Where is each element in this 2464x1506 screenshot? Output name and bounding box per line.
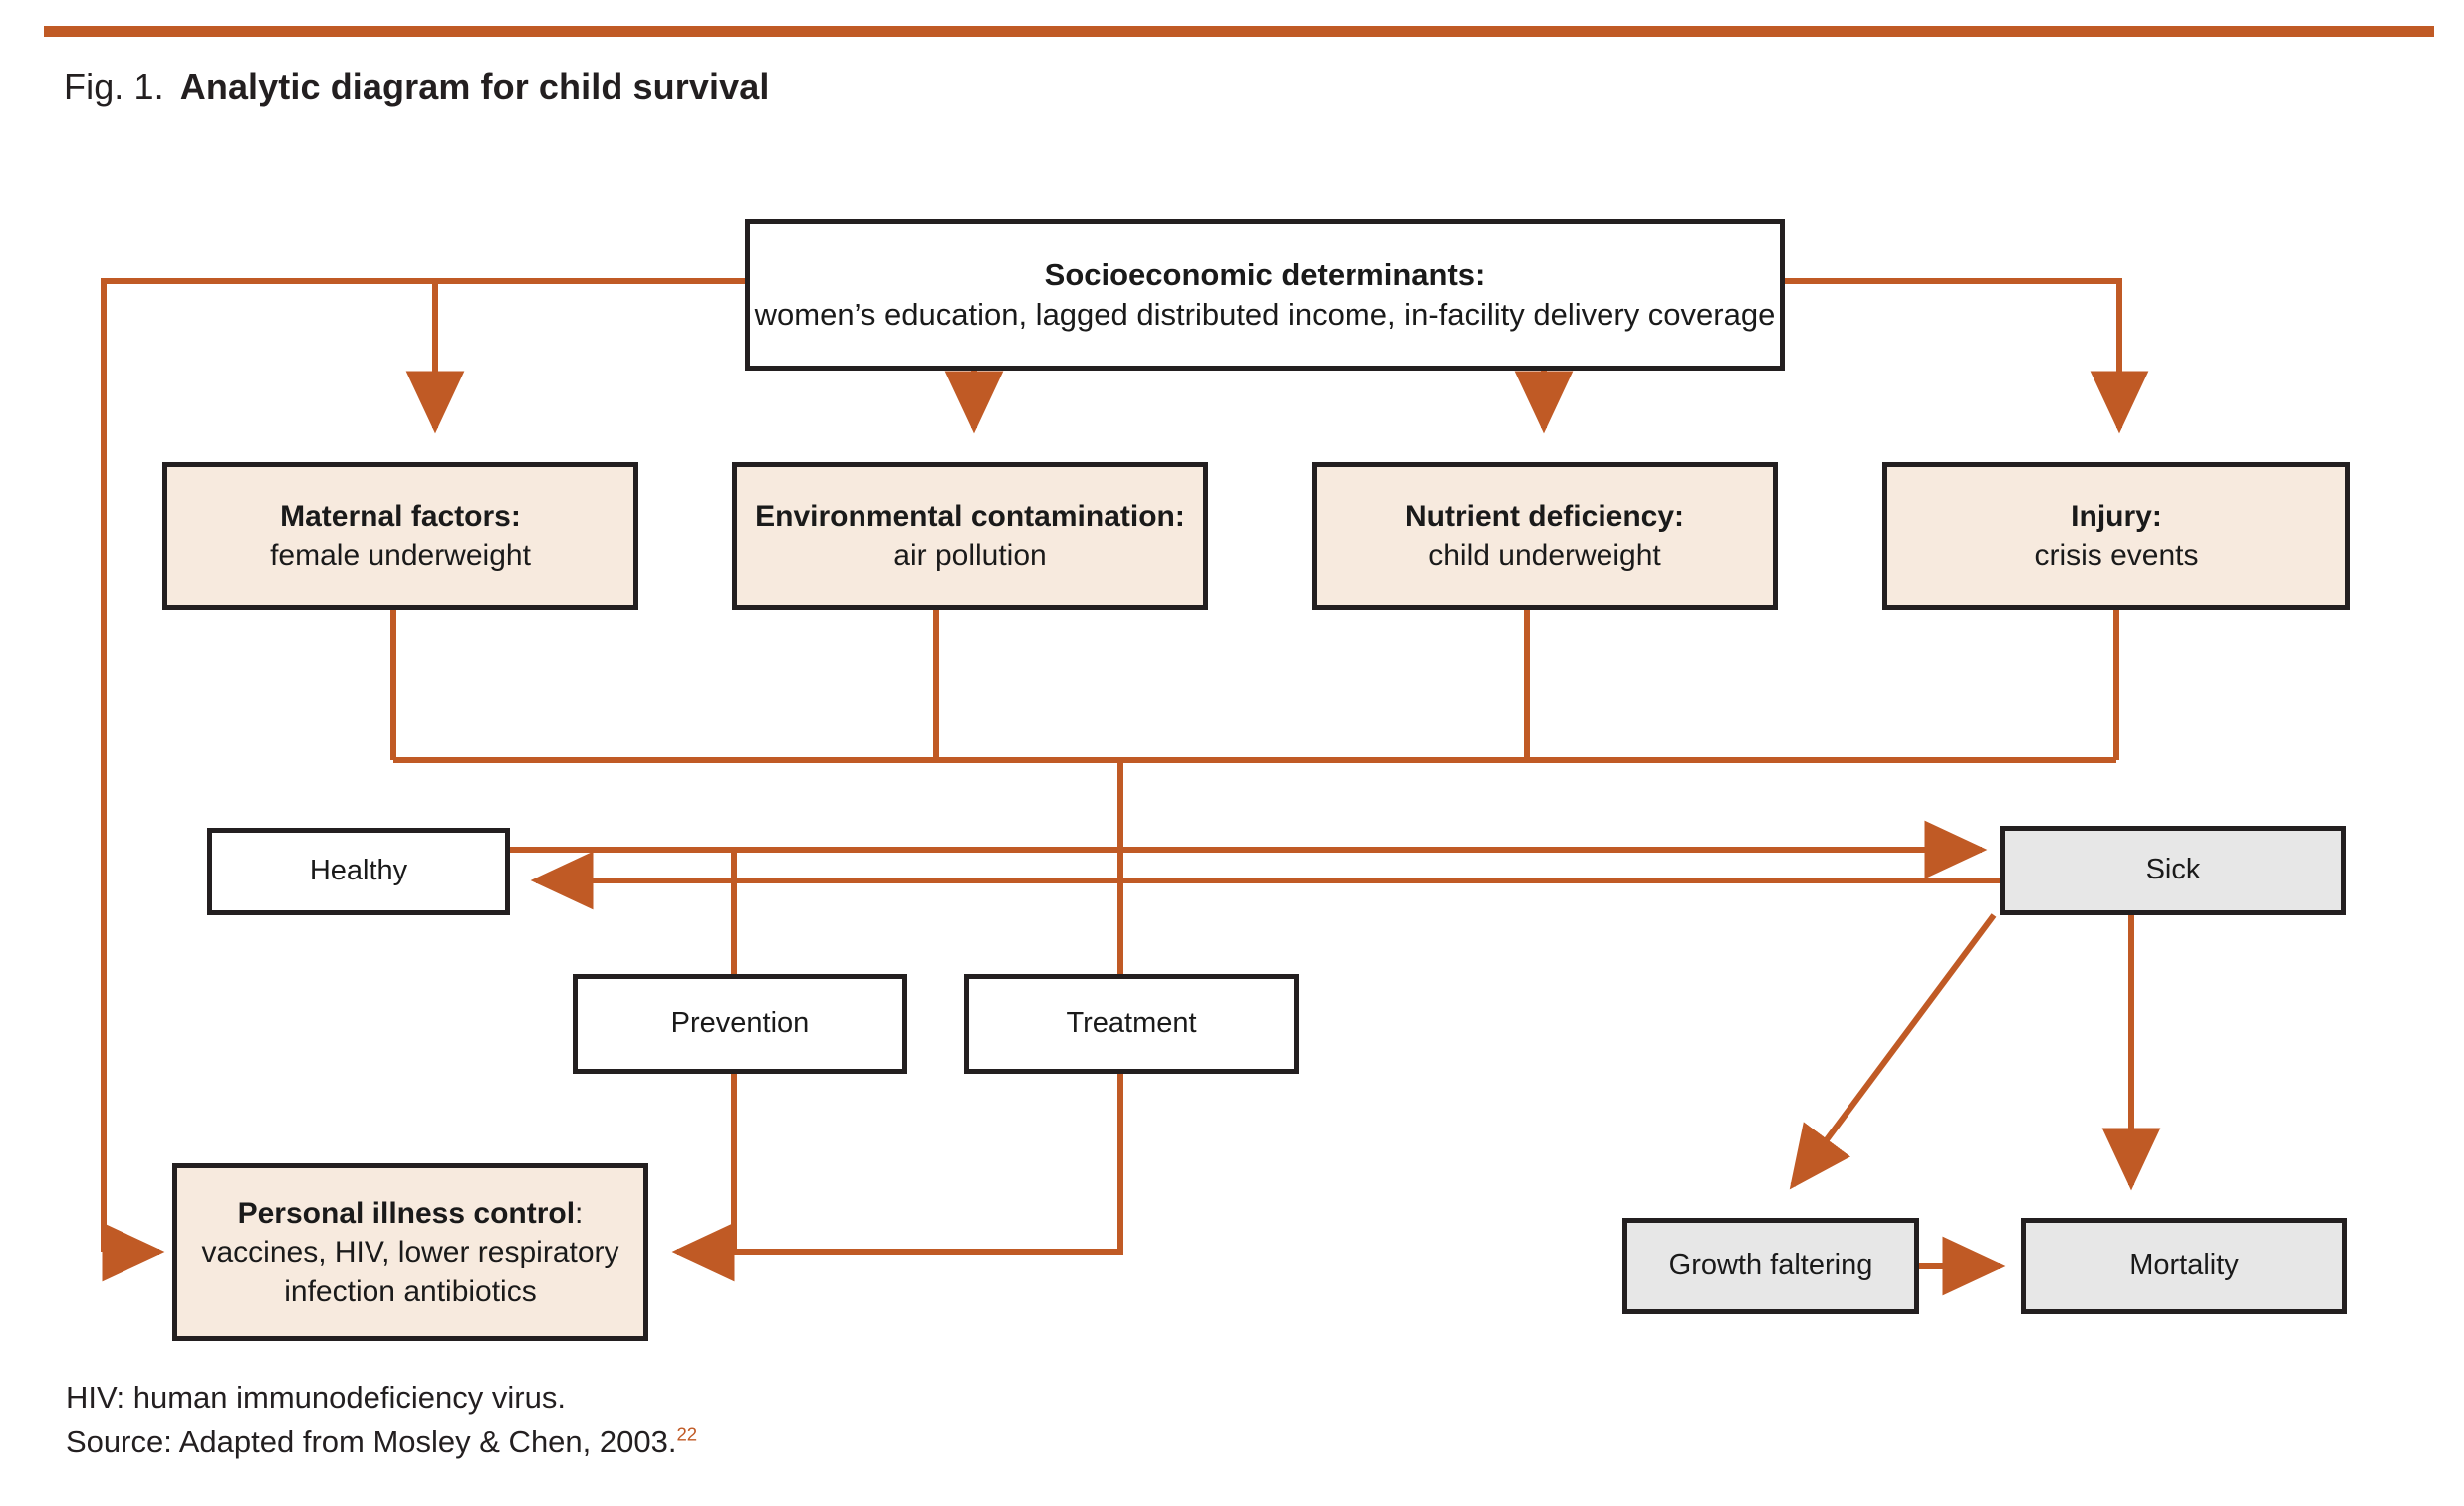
node-maternal-detail: female underweight [270, 539, 531, 572]
node-environment-title: Environmental contamination: [755, 500, 1185, 533]
figure-footnotes: HIV: human immunodeficiency virus. Sourc… [66, 1377, 697, 1464]
figure-number: Fig. 1. [64, 66, 164, 107]
node-healthy[interactable]: Healthy [207, 828, 510, 915]
node-prevention[interactable]: Prevention [573, 974, 907, 1074]
node-maternal-title: Maternal factors: [280, 500, 521, 533]
figure-caption: Fig. 1. Analytic diagram for child surviv… [64, 66, 769, 108]
node-environment-detail: air pollution [893, 539, 1047, 572]
node-environmental-contamination[interactable]: Environmental contamination: air polluti… [732, 462, 1208, 610]
edge-socioeconomic-to-injury [1785, 278, 2149, 434]
edge-sick-to-growth [1789, 913, 1997, 1190]
node-personal-title-text: Personal illness control [237, 1196, 576, 1230]
node-injury[interactable]: Injury: crisis events [1882, 462, 2350, 610]
node-nutrient-deficiency[interactable]: Nutrient deficiency: child underweight [1312, 462, 1778, 610]
node-personal-illness-control[interactable]: Personal illness control: vaccines, HIV,… [172, 1163, 648, 1341]
node-personal-title-colon: : [575, 1196, 584, 1230]
node-personal-detail-2: infection antibiotics [284, 1274, 537, 1308]
footnote-source-text: Source: Adapted from Mosley & Chen, 2003… [66, 1424, 677, 1460]
node-growth-faltering[interactable]: Growth faltering [1622, 1218, 1919, 1314]
node-socioeconomic-determinants[interactable]: Socioeconomic determinants: women’s educ… [745, 219, 1785, 371]
node-injury-title: Injury: [2071, 500, 2162, 533]
node-sick-label: Sick [2145, 854, 2201, 886]
node-healthy-label: Healthy [309, 855, 408, 887]
node-socioeconomic-detail: women’s education, lagged distributed in… [754, 297, 1776, 332]
node-personal-detail-1: vaccines, HIV, lower respiratory [201, 1235, 619, 1269]
node-maternal-factors[interactable]: Maternal factors: female underweight [162, 462, 638, 610]
footnote-abbreviation: HIV: human immunodeficiency virus. [66, 1380, 566, 1415]
node-socioeconomic-title: Socioeconomic determinants: [1044, 256, 1486, 292]
node-nutrient-title: Nutrient deficiency: [1404, 500, 1685, 533]
edge-treatment-down [734, 1074, 1123, 1255]
page-title: Analytic diagram for child survival [179, 66, 770, 107]
edge-socioeconomic-to-personal [101, 278, 745, 1252]
node-treatment[interactable]: Treatment [964, 974, 1299, 1074]
node-sick[interactable]: Sick [2000, 826, 2346, 915]
figure-top-rule [44, 26, 2434, 37]
footnote-source-reference: 22 [676, 1423, 698, 1445]
node-mortality[interactable]: Mortality [2021, 1218, 2347, 1314]
footnote-source: Source: Adapted from Mosley & Chen, 2003… [66, 1420, 697, 1464]
node-treatment-label: Treatment [1066, 1007, 1197, 1040]
node-personal-title: Personal illness control: [238, 1194, 584, 1233]
node-injury-detail: crisis events [2034, 539, 2199, 572]
node-nutrient-detail: child underweight [1428, 539, 1661, 572]
node-growth-label: Growth faltering [1668, 1249, 1873, 1282]
node-mortality-label: Mortality [2129, 1249, 2239, 1282]
node-prevention-label: Prevention [670, 1007, 810, 1040]
